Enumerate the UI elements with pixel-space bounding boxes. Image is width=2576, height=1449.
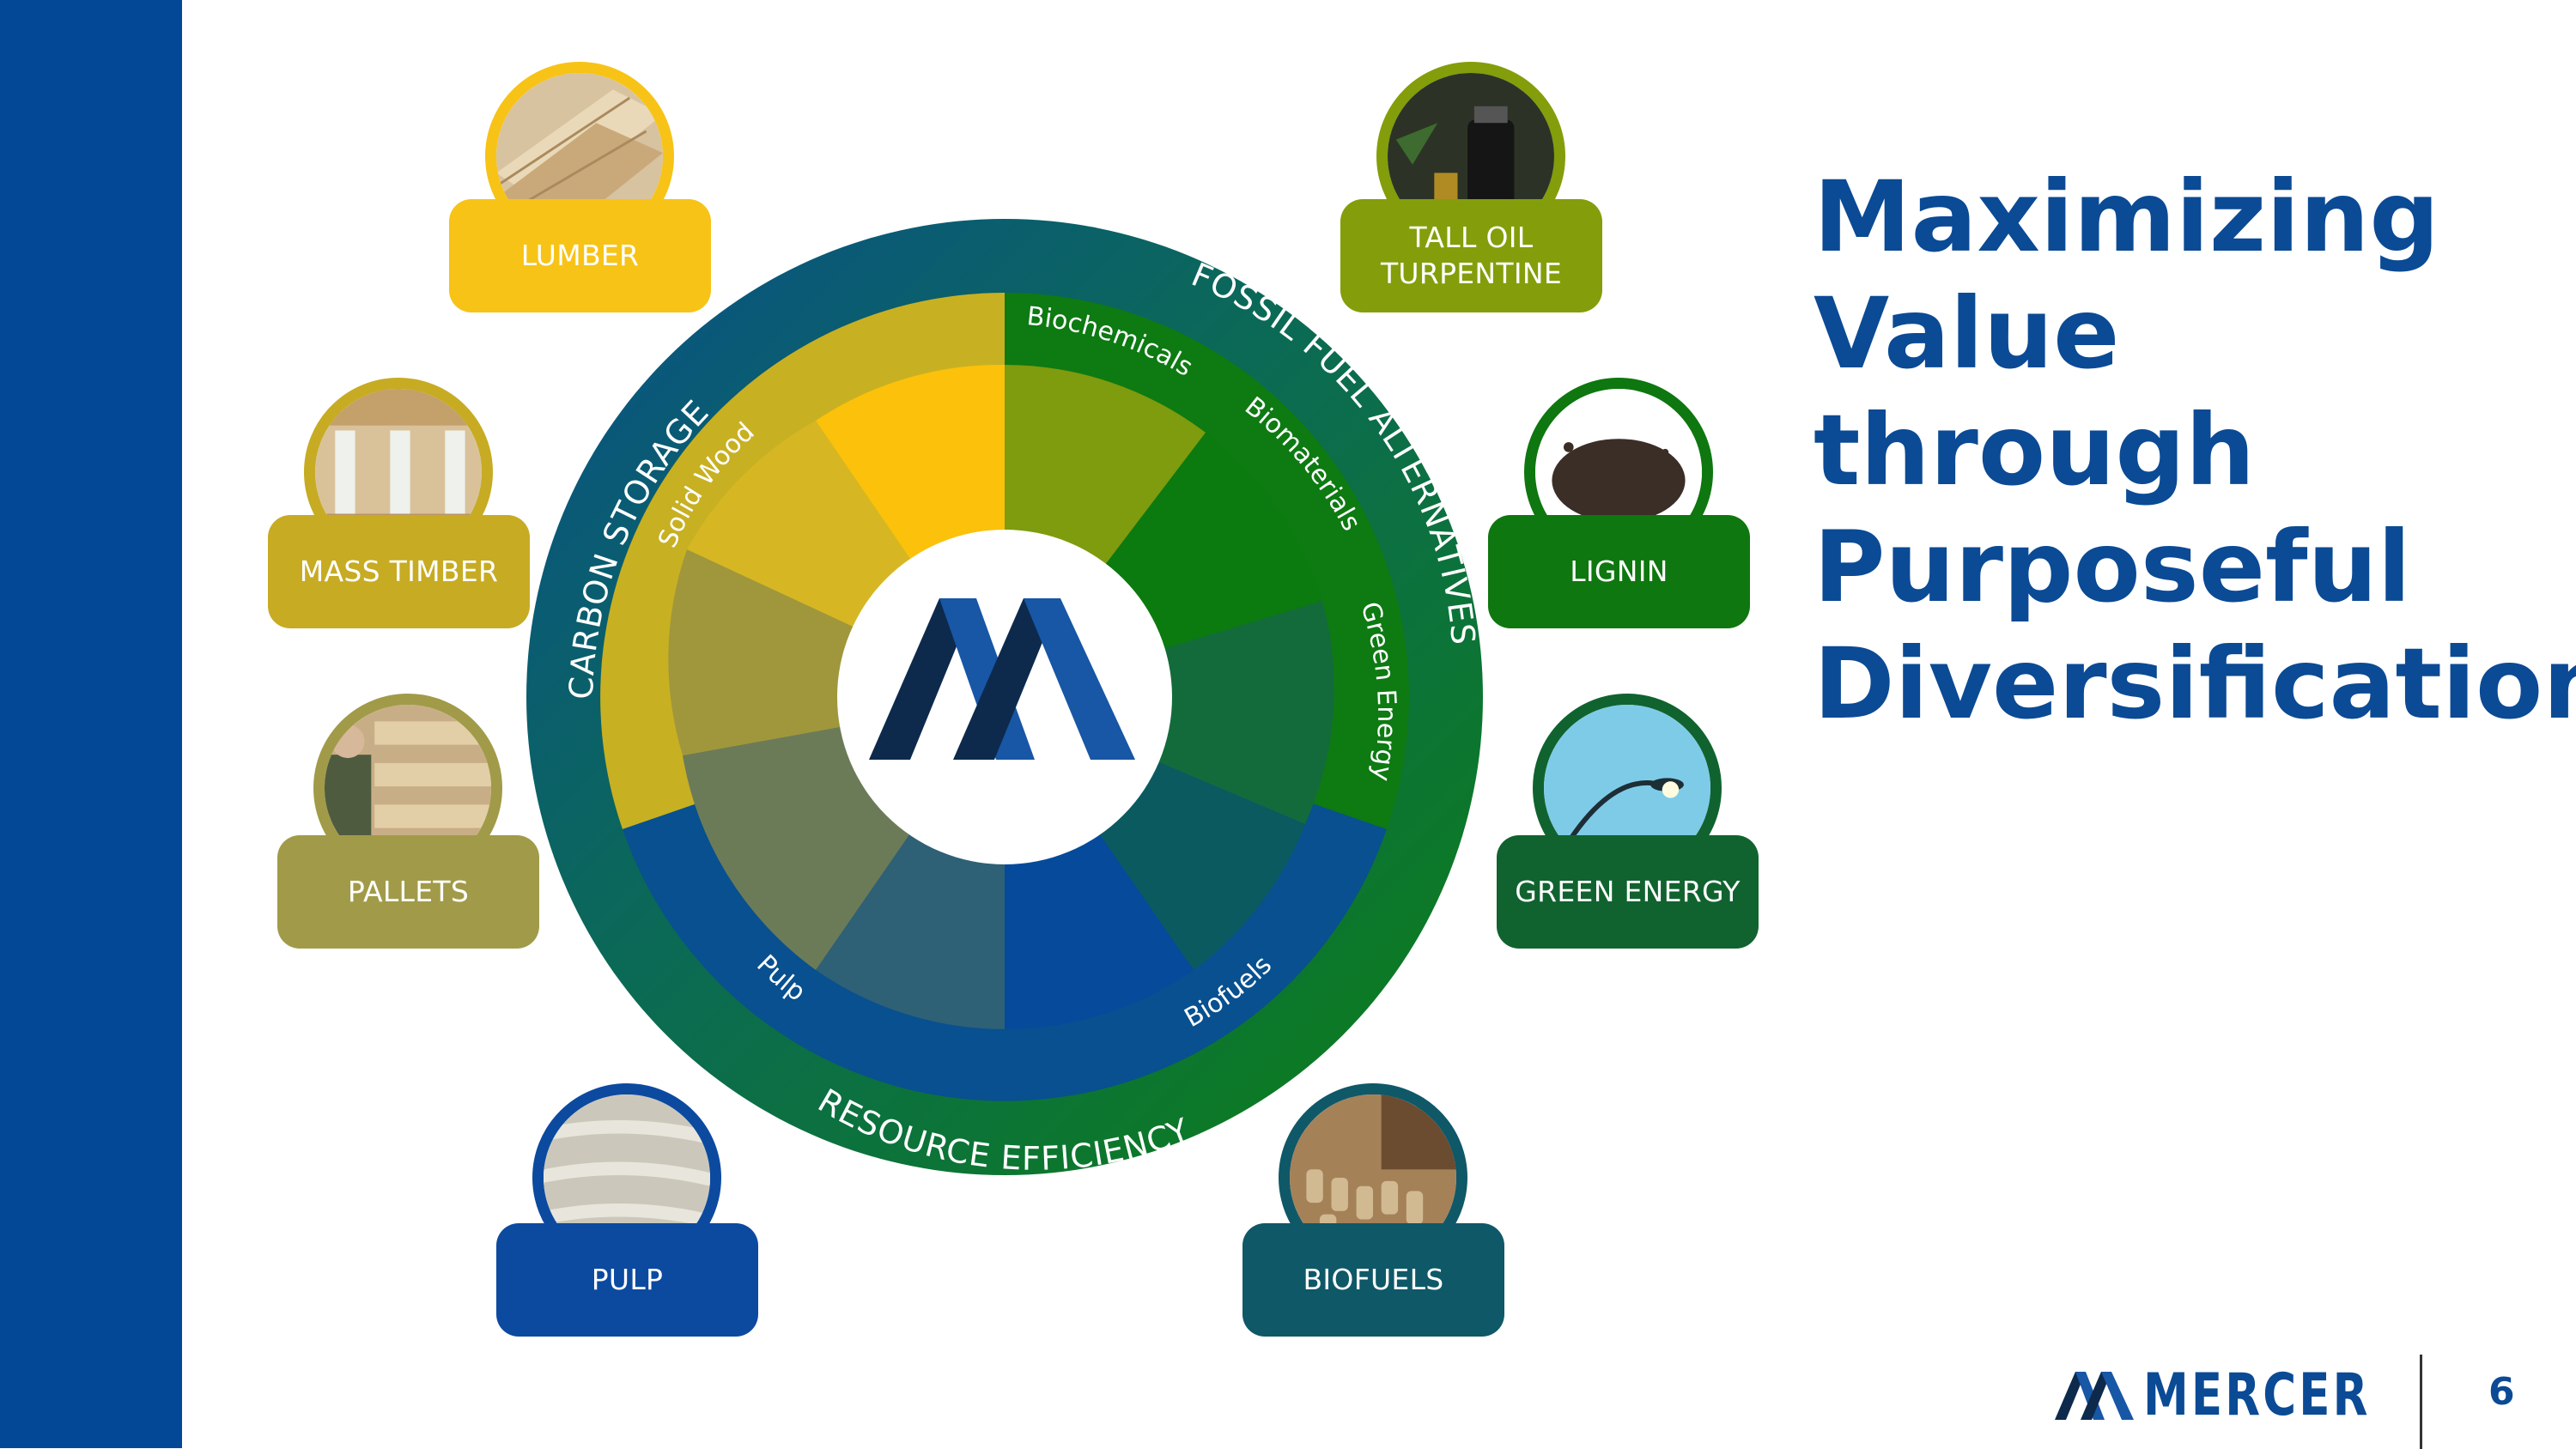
lumber-label: LUMBER [449,199,711,312]
tall-oil-label: TALL OIL TURPENTINE [1340,199,1602,312]
pallets-label: PALLETS [277,835,539,949]
biofuels-badge: BIOFUELS [1242,1083,1504,1337]
lignin-label: LIGNIN [1488,515,1750,628]
tall-oil-badge: TALL OIL TURPENTINE [1340,62,1602,312]
page-number: 6 [2488,1370,2515,1414]
mercer-wordmark: MERCER [2143,1361,2371,1429]
left-accent-bar [0,0,182,1448]
pulp-badge: PULP [496,1083,758,1337]
lignin-badge: LIGNIN [1488,378,1750,628]
mercer-logo-icon [2055,1372,2134,1420]
title-line-1: Maximizing [1814,160,2440,274]
title-line-3: through [1814,393,2256,507]
pulp-label: PULP [496,1223,758,1337]
mass-timber-badge: MASS TIMBER [268,378,530,628]
green-energy-label: GREEN ENERGY [1497,835,1759,949]
green-energy-badge: GREEN ENERGY [1497,694,1759,949]
lumber-badge: LUMBER [449,62,711,312]
page-title: Maximizing Value through Purposeful Dive… [1814,159,2576,743]
title-line-4: Purposeful [1814,510,2411,624]
pallets-badge: PALLETS [277,694,539,949]
title-line-2: Value [1814,276,2120,391]
center-mercer-logo [869,598,1135,760]
biofuels-label: BIOFUELS [1242,1223,1504,1337]
footer-divider [2420,1355,2422,1449]
title-line-5: Diversification [1814,627,2576,741]
mass-timber-label: MASS TIMBER [268,515,530,628]
